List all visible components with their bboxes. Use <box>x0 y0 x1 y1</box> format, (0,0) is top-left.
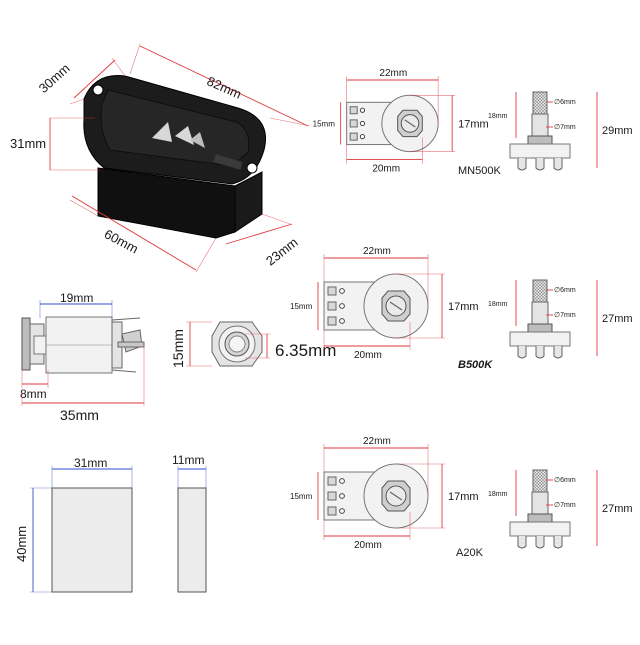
lug-hole-icon <box>339 493 345 499</box>
pot-bushing <box>531 113 549 137</box>
pot-base-label: 20mm <box>372 164 400 175</box>
pot-terminal <box>517 536 527 549</box>
block-front-view: 31mm 40mm <box>14 456 133 593</box>
jack-bore-label: 6.35mm <box>275 341 336 360</box>
pot-bushing <box>531 301 549 325</box>
battery-bottom-length-label: 60mm <box>102 226 141 256</box>
pot-terminal <box>517 158 527 171</box>
pot-tip-diameter-label: ∅6mm <box>554 287 576 294</box>
pot-width-label: 22mm <box>363 436 391 447</box>
pot-height-label: 27mm <box>602 503 633 515</box>
jack-front-view: 15mm 6.35mm <box>170 321 336 368</box>
pot-bush-diameter-label: ∅7mm <box>554 124 576 131</box>
pot-lug-label: 15mm <box>313 119 336 128</box>
pot-terminal <box>553 536 563 549</box>
pot-tip-diameter-label: ∅6mm <box>554 477 576 484</box>
pot-base-label: 20mm <box>354 350 382 361</box>
jack-length-label: 19mm <box>60 291 93 305</box>
pot-body <box>509 331 571 347</box>
jack-height-label: 15mm <box>170 329 186 368</box>
pot-height-label: 29mm <box>602 125 633 137</box>
pot-knurled-shaft <box>532 91 548 115</box>
pot-bushing <box>531 491 549 515</box>
block-side-view: 11mm <box>172 453 207 593</box>
pot-width-label: 22mm <box>363 246 391 257</box>
pot-shaft-label: 18mm <box>488 113 508 120</box>
pot-model-label: A20K <box>456 547 484 559</box>
block-height-label: 40mm <box>14 526 29 562</box>
lug-hole-icon <box>359 107 366 113</box>
battery-depth-label: 30mm <box>36 61 73 96</box>
pot-terminal <box>535 536 545 549</box>
pot-lug <box>349 119 358 128</box>
dim-line-bottom-length <box>71 195 197 271</box>
pot-tip-diameter-label: ∅6mm <box>554 99 576 106</box>
jack-total-label: 35mm <box>60 407 99 423</box>
pot-model-label: MN500K <box>458 165 501 177</box>
pot-lug <box>327 506 337 516</box>
pot-base-label: 20mm <box>354 540 382 551</box>
pot-lug <box>327 286 337 296</box>
pot-knurled-shaft <box>532 279 548 303</box>
battery-length-label: 82mm <box>205 73 244 101</box>
pot-terminal <box>535 346 545 359</box>
lug-hole-icon <box>339 303 345 309</box>
pot-terminal <box>517 346 527 359</box>
pot-case-label: 17mm <box>458 118 489 130</box>
pot-body <box>509 143 571 159</box>
mounting-hole-icon <box>246 162 258 174</box>
pot-terminal <box>535 158 545 171</box>
mounting-hole-icon <box>92 84 104 96</box>
pot-lug <box>327 316 337 326</box>
lug-hole-icon <box>339 288 345 294</box>
pot-body <box>509 521 571 537</box>
dim-line-length <box>139 45 309 127</box>
pot-knurled-shaft <box>532 469 548 493</box>
block-width-label: 31mm <box>74 456 107 470</box>
battery-box-front <box>97 167 236 239</box>
pot-lug <box>349 106 358 115</box>
pot-lug <box>327 301 337 311</box>
dim-line-bottom-depth <box>225 223 293 245</box>
lug-hole-icon <box>339 318 345 324</box>
pot-shaft-label: 18mm <box>488 491 508 498</box>
pot-lug-label: 15mm <box>290 302 313 311</box>
pot-terminal <box>553 158 563 171</box>
pot-lug <box>349 132 358 141</box>
pot-case-label: 17mm <box>448 491 479 503</box>
lug-hole-icon <box>339 478 345 484</box>
pot-lug <box>327 491 337 501</box>
lug-hole-icon <box>359 120 366 127</box>
dim-line-depth <box>73 59 116 99</box>
pot-bush-diameter-label: ∅7mm <box>554 312 576 319</box>
lug-hole-icon <box>339 508 345 514</box>
pot-shaft-label: 18mm <box>488 301 508 308</box>
jack-side-view: 19mm 8mm 35mm <box>20 291 145 423</box>
battery-bottom-depth-label: 23mm <box>263 234 301 268</box>
pot-model-label: B500K <box>458 359 493 371</box>
battery-height-label: 31mm <box>10 136 46 151</box>
jack-flange-label: 8mm <box>20 387 47 401</box>
battery-box: 30mm 82mm 31mm 60mm 23mm <box>10 43 311 273</box>
pot-bush-diameter-label: ∅7mm <box>554 502 576 509</box>
pot-case-label: 17mm <box>448 301 479 313</box>
pot-terminal <box>553 346 563 359</box>
block-thickness-label: 11mm <box>172 453 204 467</box>
lid-arrow-icon <box>152 122 205 148</box>
pot-lug-label: 15mm <box>290 492 313 501</box>
pot-lug <box>327 476 337 486</box>
lug-hole-icon <box>359 134 366 140</box>
pot-height-label: 27mm <box>602 313 633 325</box>
pot-width-label: 22mm <box>379 68 407 79</box>
